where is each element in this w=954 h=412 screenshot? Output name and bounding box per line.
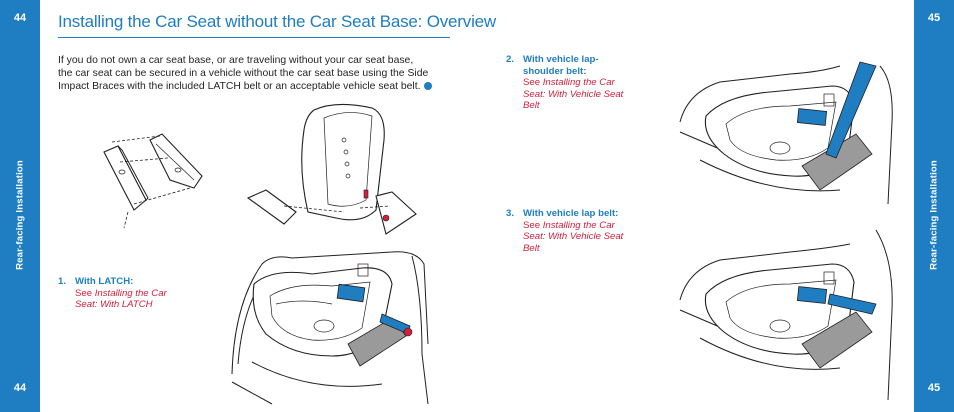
left-page-number-top: 44: [13, 12, 27, 24]
see-label: See: [523, 219, 541, 231]
title-rule: [58, 37, 450, 38]
right-page-number-top: 45: [927, 12, 941, 24]
reference-line: Installing the Car: [542, 77, 615, 88]
step-reference[interactable]: See Installing the Car Seat: With LATCH: [58, 288, 167, 311]
reference-line: Seat: With Vehicle Seat: [523, 88, 624, 100]
step-heading: With LATCH:: [75, 276, 134, 287]
intro-line: Impact Braces with the included LATCH be…: [58, 80, 421, 92]
step-reference[interactable]: See Installing the Car Seat: With Vehicl…: [506, 220, 623, 255]
side-impact-brace-illustration: [103, 133, 203, 229]
step-number: 2.: [506, 54, 515, 65]
page-title: Installing the Car Seat without the Car …: [58, 12, 496, 31]
step-with-latch: 1. With LATCH: See Installing the Car Se…: [58, 276, 167, 311]
intro-paragraph: If you do not own a car seat base, or ar…: [58, 55, 458, 93]
left-section-label: Rear-facing Installation: [14, 160, 26, 270]
car-seat-shell-illustration: [246, 103, 417, 235]
left-page-number-bottom: 44: [13, 382, 27, 394]
intro-line: If you do not own a car seat base, or ar…: [58, 55, 414, 66]
step-heading: With vehicle lap-: [523, 54, 599, 65]
reference-line: Installing the Car: [94, 287, 167, 299]
right-page-number-bottom: 45: [927, 382, 941, 394]
step-lap-shoulder-belt: 2. With vehicle lap-shoulder belt: See I…: [506, 54, 623, 112]
see-label: See: [523, 77, 541, 88]
intro-line: the car seat can be secured in a vehicle…: [58, 67, 429, 79]
reference-line: Belt: [523, 100, 540, 111]
lap-belt-illustration: [679, 229, 893, 401]
step-heading: shoulder belt:: [523, 65, 587, 77]
step-number: 1.: [58, 276, 67, 287]
latch-installation-illustration: [231, 251, 429, 405]
reference-line: Seat: With LATCH: [75, 299, 153, 310]
see-label: See: [75, 287, 93, 299]
step-reference[interactable]: See Installing the Car Seat: With Vehicl…: [506, 77, 623, 112]
reference-line: Installing the Car: [542, 219, 615, 231]
step-number: 3.: [506, 208, 515, 219]
lap-shoulder-belt-illustration: [679, 61, 893, 205]
left-side-tab: 44 Rear-facing Installation 44: [0, 0, 40, 412]
reference-line: Belt: [523, 242, 540, 254]
step-heading: With vehicle lap belt:: [523, 208, 619, 219]
right-section-label: Rear-facing Installation: [928, 160, 940, 270]
end-bullet-icon: [423, 81, 432, 90]
reference-line: Seat: With Vehicle Seat: [523, 231, 624, 242]
right-side-tab: 45 Rear-facing Installation 45: [914, 0, 954, 412]
step-lap-belt: 3. With vehicle lap belt: See Installing…: [506, 208, 623, 254]
